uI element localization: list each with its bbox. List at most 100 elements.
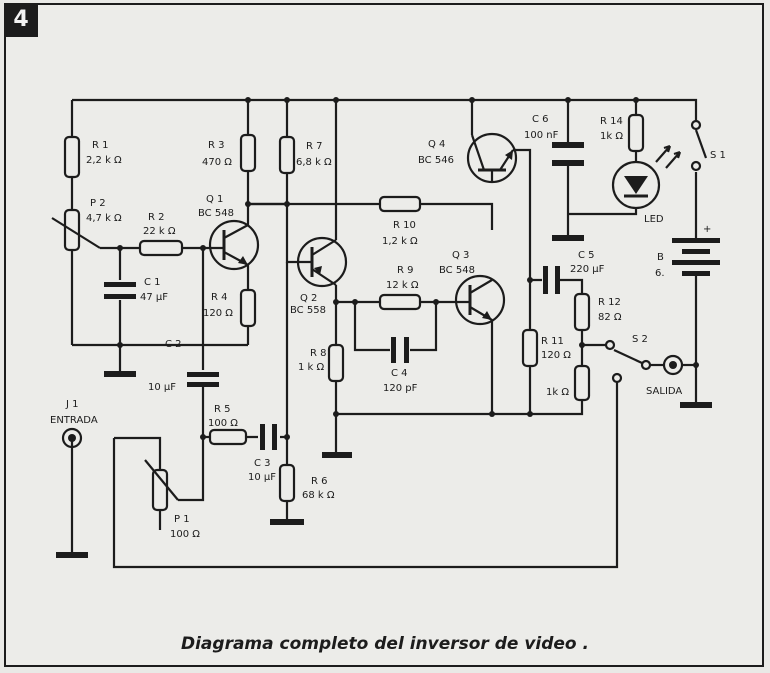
figure-frame [4,3,764,667]
label-c6-value: 100 nF [524,130,559,141]
capacitor-c6 [552,142,584,166]
input-jack-j1 [61,427,83,449]
p2-wiper-arrow [51,217,101,249]
label-r6-ref: R 6 [311,476,328,487]
output-jack-salida [662,354,696,376]
label-battery-ref: B [657,252,664,263]
label-r5-ref: R 5 [214,404,231,415]
label-r14-value: 1k Ω [600,131,623,142]
label-c4-ref: C 4 [391,368,408,379]
label-r7-value: 6,8 k Ω [296,157,332,168]
resistor-r6 [278,463,296,503]
transistor-q4 [466,132,518,184]
label-s1-ref: S 1 [710,150,726,161]
label-r1-value: 2,2 k Ω [86,155,122,166]
label-j1-ref: J 1 [65,399,79,410]
label-salida: SALIDA [646,386,682,397]
label-c1-value: 47 µF [140,292,168,303]
label-r10-ref: R 10 [393,220,416,231]
resistor-r11b [573,364,591,402]
capacitor-c3 [260,424,277,450]
resistor-r1 [63,135,81,179]
label-p2-value: 4,7 k Ω [86,213,122,224]
ground-symbols [56,235,712,558]
label-j1-name: ENTRADA [50,415,98,426]
label-r4-ref: R 4 [211,292,228,303]
label-r11-value: 120 Ω [541,350,571,361]
label-q1-value: BC 548 [198,208,234,219]
label-r4-value: 120 Ω [203,308,233,319]
capacitors [104,142,584,450]
label-c3-value: 10 µF [248,472,276,483]
label-c5-value: 220 µF [570,264,605,275]
label-r5-value: 100 Ω [208,418,238,429]
resistor-r10 [378,195,422,213]
label-r14-ref: R 14 [600,116,623,127]
label-r1-ref: R 1 [92,140,109,151]
label-r12-ref: R 12 [598,297,621,308]
resistor-r3 [239,133,257,173]
label-r8-ref: R 8 [310,348,327,359]
label-c5-ref: C 5 [578,250,595,261]
label-q3-ref: Q 3 [452,250,469,261]
label-q3-value: BC 548 [439,265,475,276]
resistor-r4 [239,288,257,328]
label-c6-ref: C 6 [532,114,549,125]
label-s2-ref: S 2 [632,334,648,345]
label-p1-value: 100 Ω [170,529,200,540]
capacitor-c5 [543,266,560,294]
label-led-ref: LED [644,214,664,225]
label-q2-ref: Q 2 [300,293,317,304]
resistors [51,113,645,512]
resistor-r11 [521,328,539,368]
label-r11b-value: 1k Ω [546,387,569,398]
label-q4-value: BC 546 [418,155,454,166]
label-battery-value: 6. [655,268,665,279]
component-labels: R 1 2,2 k Ω P 2 4,7 k Ω R 2 22 k Ω C 1 4… [50,114,726,540]
label-c2-ref: C 2 [165,339,182,350]
label-battery-plus: + [703,224,711,235]
capacitor-c1 [104,282,136,299]
figure-caption: Diagrama completo del inversor de video … [180,634,589,654]
resistor-r12 [573,292,591,332]
potentiometer-p1 [151,468,169,512]
figure-number-badge: 4 [4,3,38,37]
resistor-r7 [278,135,296,175]
label-r11-ref: R 11 [541,336,564,347]
label-p1-ref: P 1 [174,514,190,525]
transistors [208,132,518,326]
label-c3-ref: C 3 [254,458,271,469]
label-q1-ref: Q 1 [206,194,223,205]
led-indicator [611,144,682,210]
label-r9-value: 12 k Ω [386,280,419,291]
resistor-r2 [138,239,184,257]
label-q2-value: BC 558 [290,305,326,316]
transistor-q1 [208,219,260,271]
transistor-q2 [296,236,348,288]
label-r2-ref: R 2 [148,212,165,223]
p1-wiper-arrow [144,459,179,501]
label-r7-ref: R 7 [306,141,323,152]
switch-s1 [690,119,708,172]
resistor-r14 [627,113,645,153]
transistor-q3 [454,274,506,326]
switch-s2 [604,339,652,384]
junction-dots [117,97,699,440]
resistor-r8 [327,343,345,383]
resistor-r5 [208,428,248,446]
label-r2-value: 22 k Ω [143,226,176,237]
label-q4-ref: Q 4 [428,139,445,150]
label-r10-value: 1,2 k Ω [382,236,418,247]
label-c4-value: 120 pF [383,383,418,394]
resistor-r9 [378,293,422,311]
label-r8-value: 1 k Ω [298,362,325,373]
battery-b [672,238,720,282]
label-r6-value: 68 k Ω [302,490,335,501]
capacitor-c4 [391,337,409,363]
label-c2-value: 10 µF [148,382,176,393]
label-r12-value: 82 Ω [598,312,622,323]
capacitor-c2 [187,372,219,387]
label-p2-ref: P 2 [90,198,106,209]
